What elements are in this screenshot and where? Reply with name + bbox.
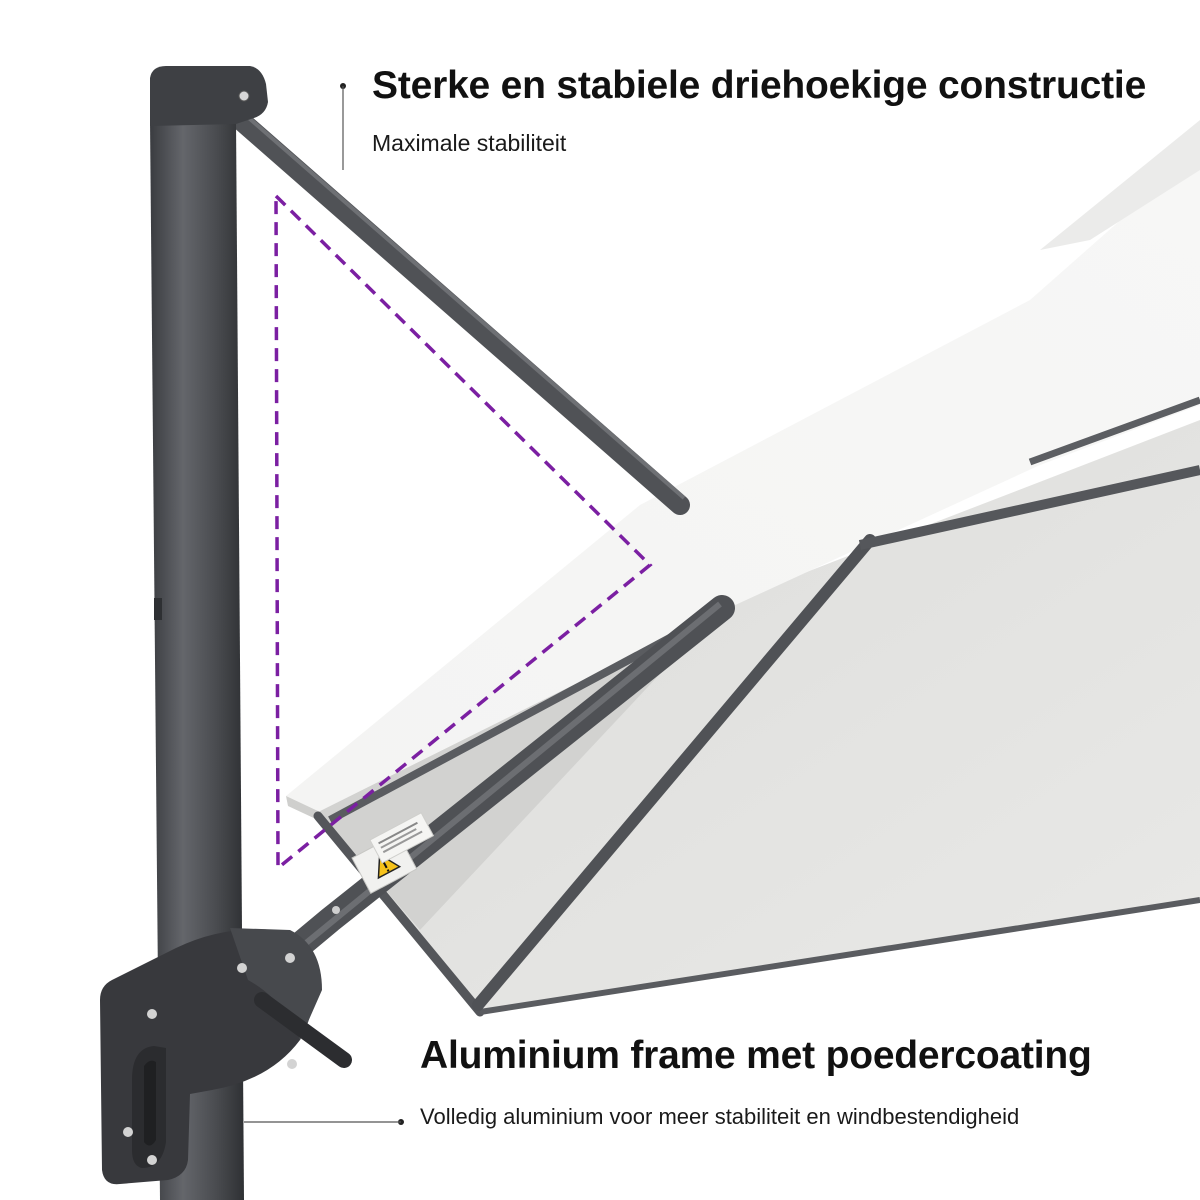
rib-diagonal	[472, 534, 876, 1011]
canopy-top	[286, 150, 1200, 812]
rib-lower	[479, 897, 1200, 1015]
triangle-highlight	[274, 191, 653, 872]
canopy-fold	[1040, 120, 1200, 250]
handle-hole	[144, 1060, 156, 1146]
feature-title: Aluminium frame met poedercoating	[420, 1034, 1092, 1077]
rib-left-edge	[313, 811, 485, 1017]
feature-callout-triangle: Sterke en stabiele driehoekige construct…	[372, 62, 1146, 158]
feature-subtitle: Maximale stabiliteit	[372, 130, 567, 156]
housing-side	[230, 928, 322, 1040]
pole	[150, 120, 244, 1200]
cap-screw	[238, 90, 250, 102]
rib-upper-2	[1028, 396, 1200, 466]
support-strut-edge	[240, 110, 686, 500]
feature-title: Sterke en stabiele driehoekige construct…	[372, 64, 1147, 107]
support-strut	[228, 108, 690, 515]
pole-cap	[150, 66, 268, 126]
pole-clip	[154, 598, 162, 620]
rib-upper	[858, 465, 1200, 550]
feature-subtitle: Volledig aluminium voor meer stabiliteit…	[420, 1104, 1020, 1129]
info-label	[369, 812, 435, 864]
canopy-edge	[286, 796, 320, 820]
feature-callout-frame: Aluminium frame met poedercoating Volled…	[420, 1032, 1092, 1132]
canopy-underside	[318, 420, 1200, 1012]
crank-lever	[254, 992, 352, 1068]
